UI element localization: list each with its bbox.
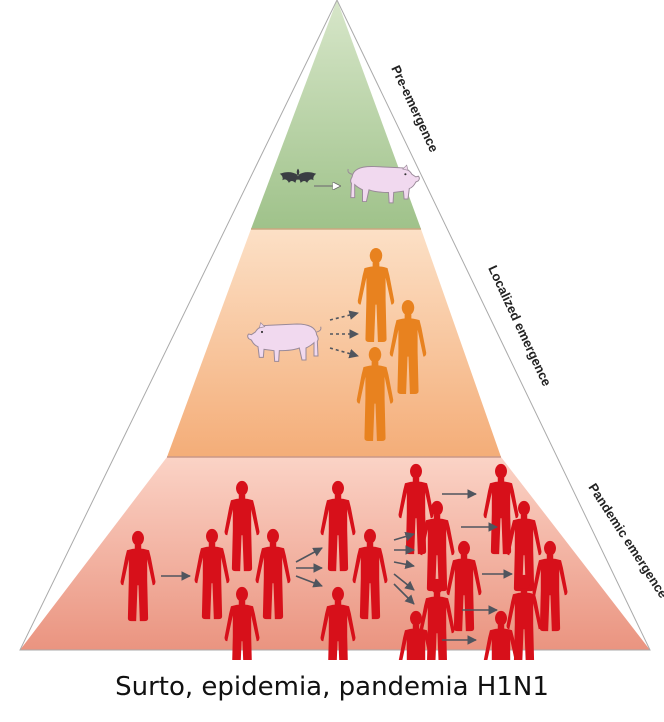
arrow-icon (295, 575, 323, 588)
arrow-icon (329, 347, 359, 359)
tier-label-localized-emergence: Localized emergence (485, 263, 554, 389)
arrow-icon (393, 573, 415, 591)
arrow-icon (393, 559, 415, 570)
arrow-icon (329, 310, 359, 321)
pyramid-svg: Pre-emergence Localized emergence Pandem… (19, 0, 664, 702)
caption: Surto, epidemia, pandemia H1N1 (115, 672, 549, 702)
arrow-icon (393, 583, 415, 605)
arrow-icon (295, 547, 323, 563)
arrow-icon (393, 531, 415, 542)
tier-pre-emergence (251, 0, 421, 229)
tier-label-pre-emergence: Pre-emergence (388, 63, 441, 154)
tier-localized-emergence (167, 229, 501, 457)
